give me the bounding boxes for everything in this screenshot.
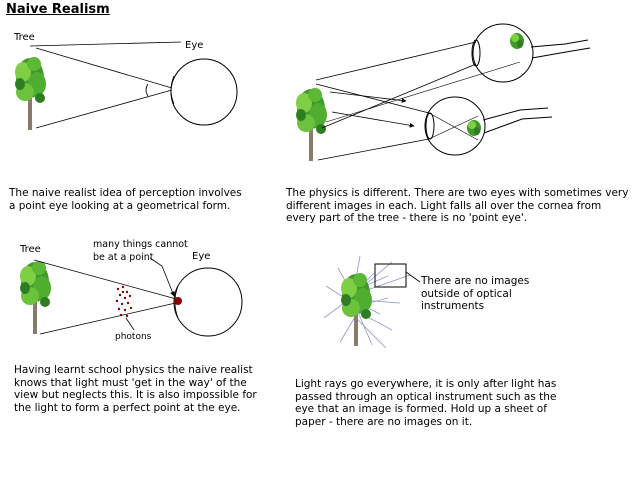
light-rays-diagram	[323, 255, 421, 349]
note-no-images: There are no images outside of optical i…	[421, 275, 530, 312]
two-eyes-diagram	[296, 23, 591, 161]
page-title: Naive Realism	[6, 2, 110, 17]
eye-icon	[170, 58, 238, 126]
callout-point: many things cannot be at a point	[93, 239, 188, 263]
tree-icon	[15, 57, 46, 130]
tree-icon	[20, 261, 51, 334]
photons-diagram	[20, 257, 243, 337]
eye-label-1: Eye	[185, 40, 204, 51]
paper-sheet	[374, 263, 407, 288]
caption-two-eyes: The physics is different. There are two …	[286, 187, 629, 224]
eye-label-2: Eye	[192, 251, 211, 262]
point-eye-dot	[174, 297, 182, 305]
caption-photons: Having learnt school physics the naive r…	[14, 364, 257, 414]
caption-light-rays: Light rays go everywhere, it is only aft…	[295, 378, 557, 428]
caption-naive-point-eye: The naive realist idea of perception inv…	[9, 187, 242, 212]
photons-icon	[115, 285, 133, 318]
tree-icon	[296, 88, 327, 161]
eye-icon	[173, 267, 243, 337]
tree-label-1: Tree	[14, 32, 35, 43]
photons-label: photons	[115, 332, 152, 342]
naive-point-eye-diagram	[15, 41, 238, 130]
tree-label-2: Tree	[20, 244, 41, 255]
